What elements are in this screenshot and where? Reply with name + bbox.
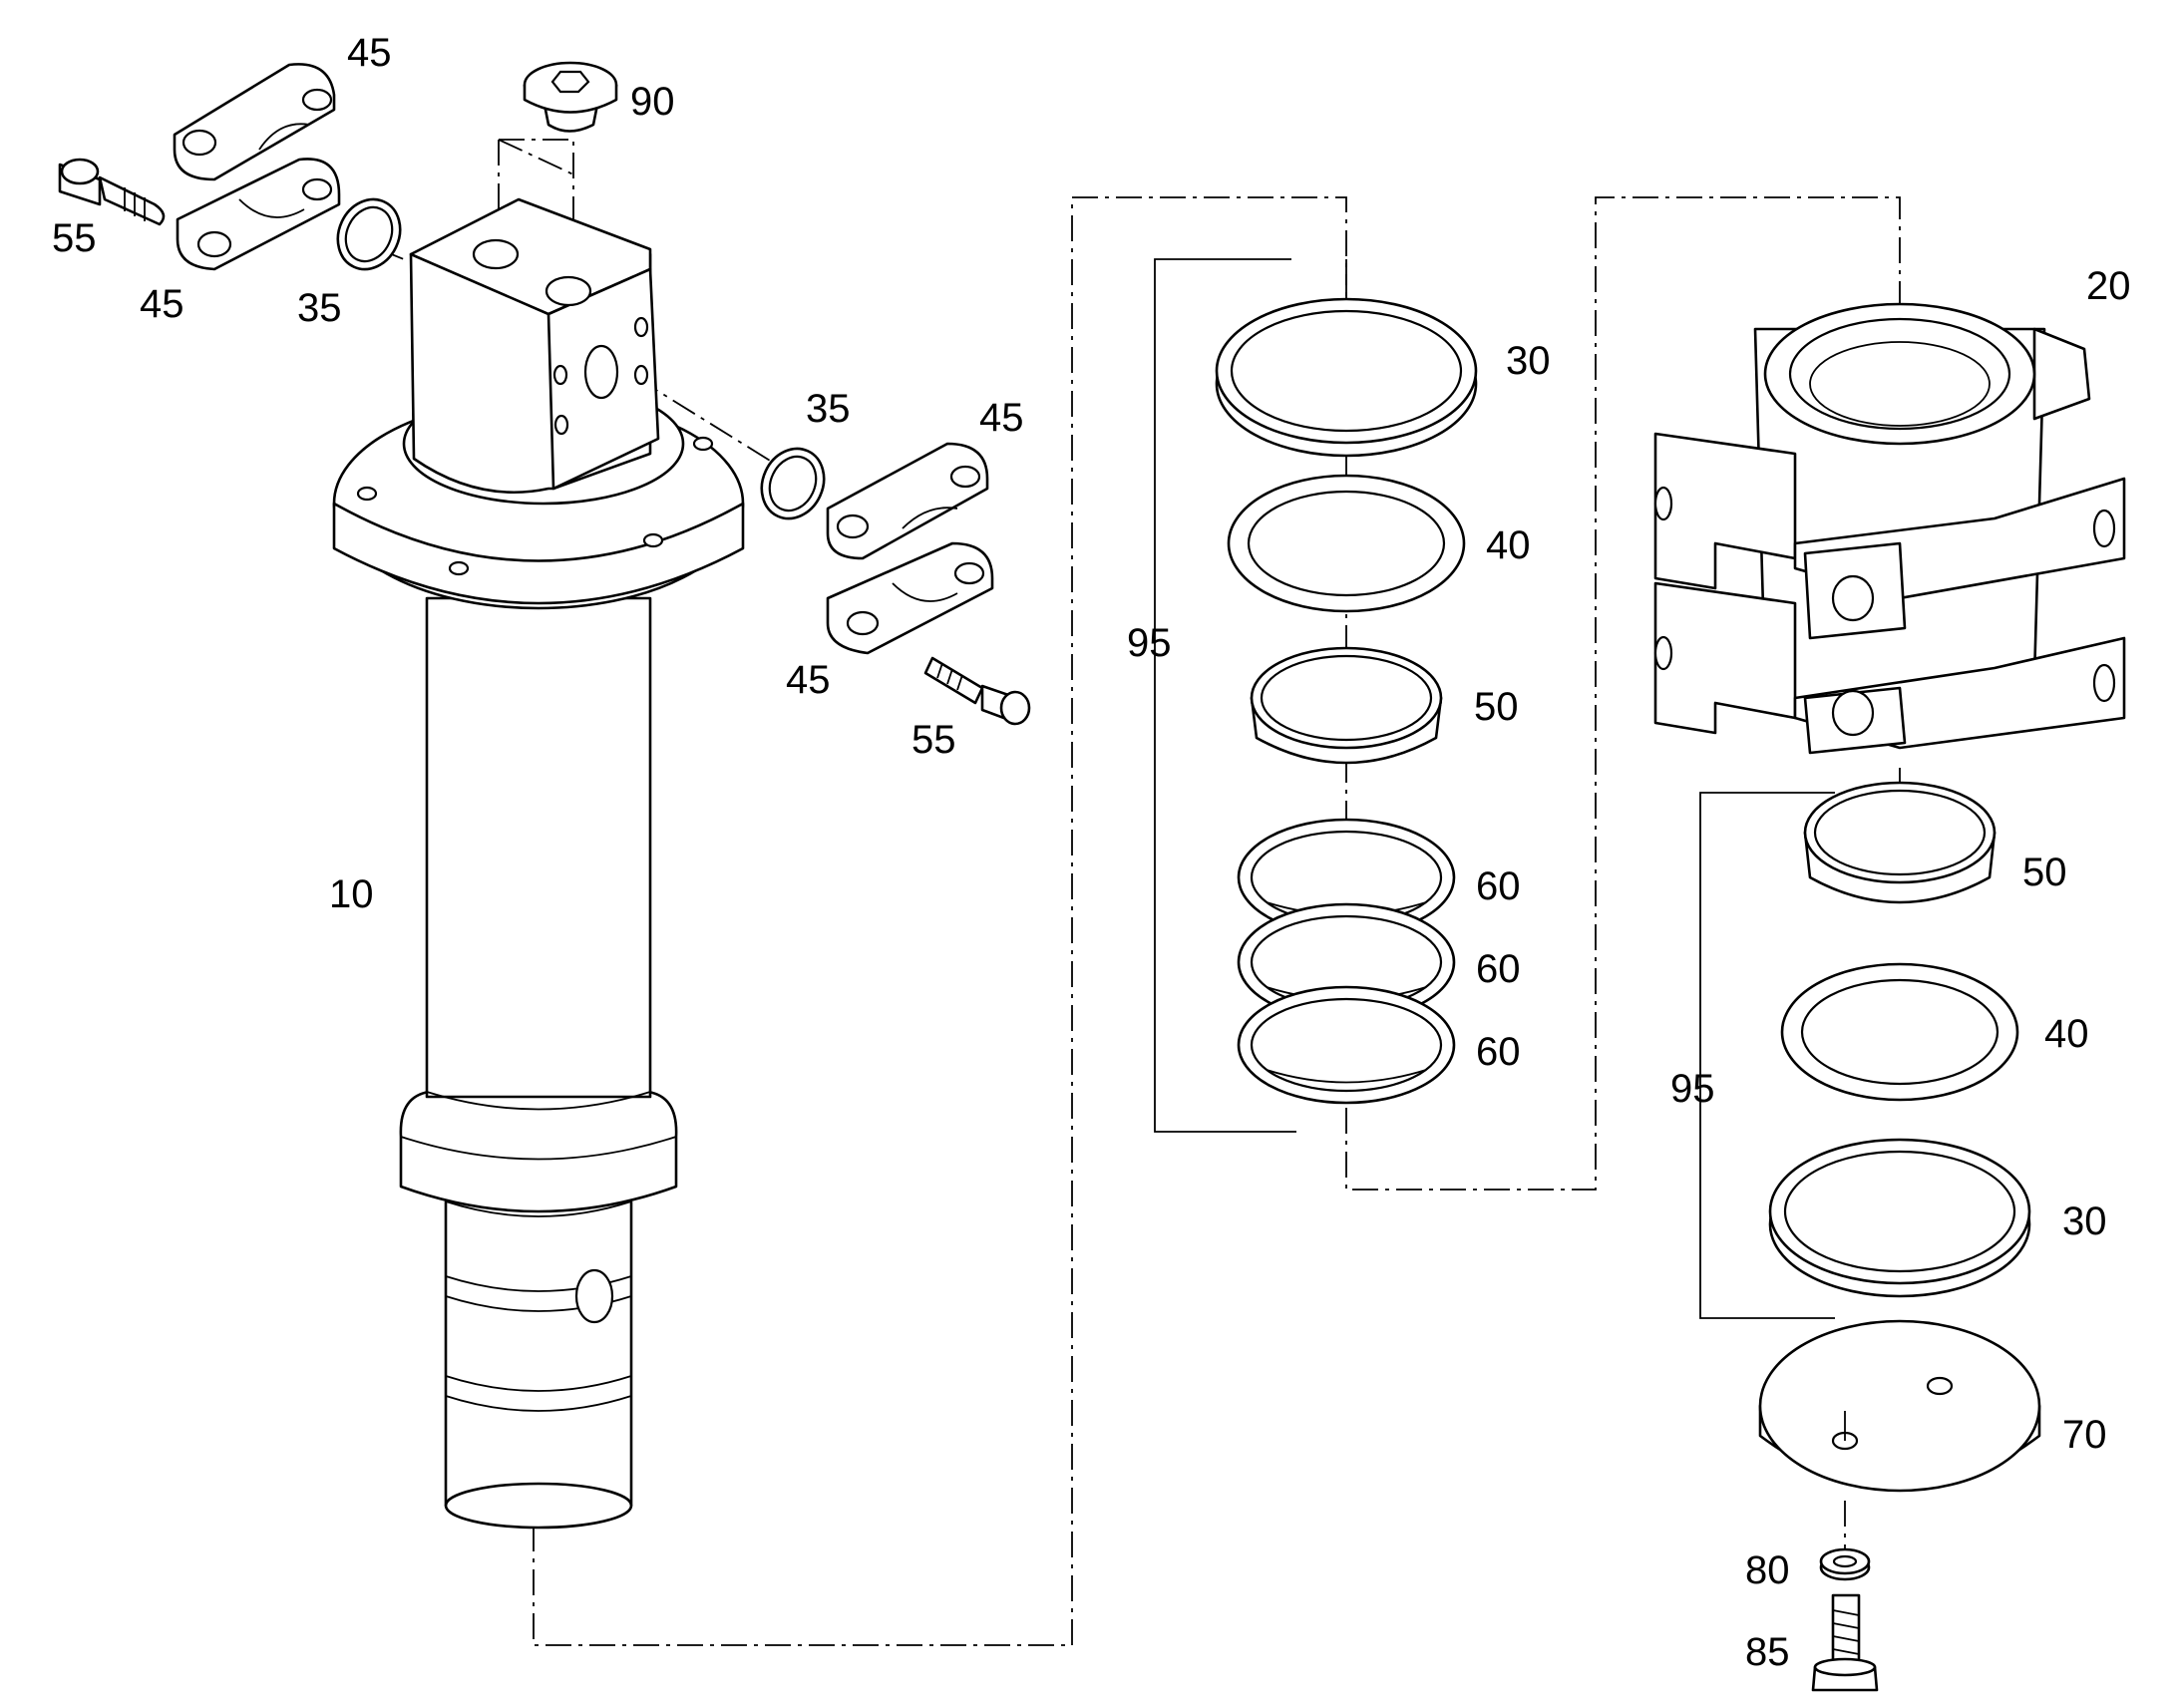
part-60-ring-1 [1237,818,1456,937]
label-95-right: 95 [1670,1067,1715,1111]
kit-brackets [1154,258,1835,1319]
part-10-shaft [332,197,745,1530]
part-35-oring-upper [336,197,402,271]
label-50-right: 50 [2022,851,2067,894]
label-40-right: 40 [2044,1012,2089,1056]
label-10: 10 [329,872,374,916]
label-60-2: 60 [1476,947,1521,991]
part-20-housing [1653,302,2126,755]
part-labels: 45 90 55 45 35 35 45 45 55 10 30 40 50 9… [52,31,2131,1674]
part-50-bushing-left [1250,646,1443,765]
label-35-right: 35 [806,387,851,431]
part-45-flange-right-upper [826,442,989,560]
label-45-right-bottom: 45 [786,658,831,702]
part-45-flange-right-lower [826,541,994,655]
label-55-right: 55 [911,718,956,762]
label-20: 20 [2086,264,2131,308]
part-70-cover [1758,1319,2041,1493]
label-40-left: 40 [1486,523,1531,567]
label-35-left: 35 [297,286,342,330]
part-45-flange-lower [176,158,341,271]
part-55-screw-right [923,656,1031,726]
label-45-top: 45 [347,31,392,75]
label-85: 85 [1745,1630,1790,1674]
part-40-ring-left [1227,474,1466,613]
part-45-flange-upper [173,63,336,181]
label-55-left: 55 [52,216,97,260]
label-45-left: 45 [140,282,184,326]
label-45-right-top: 45 [979,396,1024,440]
label-30-right: 30 [2062,1199,2107,1243]
part-60-ring-3 [1237,985,1456,1105]
part-55-screw-upper [58,158,166,226]
label-80: 80 [1745,1548,1790,1592]
label-90: 90 [630,80,675,124]
part-80-washer [1819,1547,1871,1581]
label-50-left: 50 [1474,685,1519,729]
label-30-left: 30 [1506,339,1551,383]
part-30-seal-right [1768,1138,2031,1298]
label-95-left: 95 [1127,621,1172,665]
part-30-seal-left [1215,297,1478,458]
label-60-1: 60 [1476,864,1521,908]
part-50-bushing-right [1803,781,1997,904]
label-60-3: 60 [1476,1030,1521,1074]
label-70: 70 [2062,1413,2107,1457]
part-85-screw [1811,1593,1879,1692]
part-35-oring-right [760,447,826,520]
part-90-plug [523,61,618,133]
part-40-ring-right [1780,962,2019,1102]
